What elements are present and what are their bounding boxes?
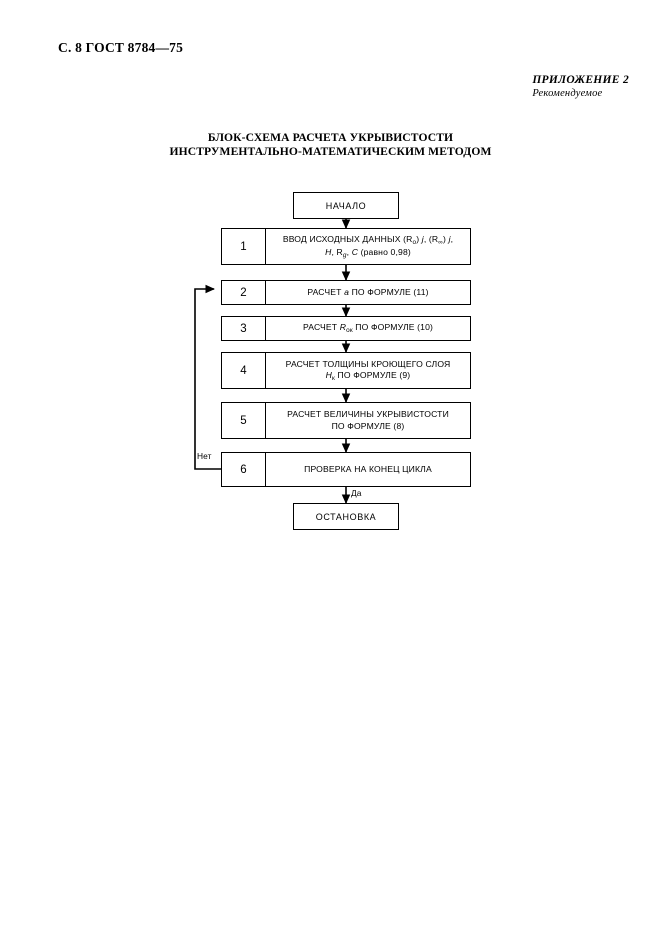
step-5-line1: РАСЧЕТ ВЕЛИЧИНЫ УКРЫВИСТОСТИ <box>287 409 449 419</box>
connector-loop-6-to-2 <box>194 284 221 470</box>
step-3-pre: РАСЧЕТ <box>302 322 340 333</box>
step-2-var-a: a <box>344 286 350 297</box>
step-3-post: ПО ФОРМУЛЕ (10) <box>352 322 434 333</box>
annex-note: ПРИЛОЖЕНИЕ 2 Рекомендуемое <box>532 74 629 99</box>
step-1-number: 1 <box>222 229 266 264</box>
step-4-sub-k: к <box>332 375 335 383</box>
step-5-number: 5 <box>222 403 266 438</box>
process-step-3: 3 РАСЧЕТ Rок ПО ФОРМУЛЕ (10) <box>221 316 471 341</box>
step-1-line1-b: ) <box>416 234 422 244</box>
page-title: БЛОК-СХЕМА РАСЧЕТА УКРЫВИСТОСТИ ИНСТРУМЕ… <box>0 131 661 159</box>
step-1-line2-b: , <box>346 246 352 257</box>
step-1-j1: j <box>421 234 424 244</box>
step-4-var-H: H <box>325 370 333 380</box>
step-3-number: 3 <box>222 317 266 340</box>
step-4-text: РАСЧЕТ ТОЛЩИНЫ КРОЮЩЕГО СЛОЯ Hк ПО ФОРМУ… <box>266 353 470 388</box>
annex-title: ПРИЛОЖЕНИЕ 2 <box>532 74 629 86</box>
step-4-line1: РАСЧЕТ ТОЛЩИНЫ КРОЮЩЕГО СЛОЯ <box>285 358 451 369</box>
step-1-sub-o: o <box>412 239 417 247</box>
step-3-text: РАСЧЕТ Rок ПО ФОРМУЛЕ (10) <box>266 317 470 340</box>
step-1-text: ВВОД ИСХОДНЫХ ДАННЫХ (Ro) j, (R∞) j, H, … <box>266 229 470 264</box>
page-header: С. 8 ГОСТ 8784—75 <box>58 40 184 55</box>
step-3-var-R: R <box>339 322 347 333</box>
step-1-line1-c: , (R <box>423 234 439 244</box>
step-1-j2: j <box>448 234 451 244</box>
edge-label-yes: Да <box>351 488 362 498</box>
page-title-line-2: ИНСТРУМЕНТАЛЬНО-МАТЕМАТИЧЕСКИМ МЕТОДОМ <box>169 145 492 158</box>
step-2-number: 2 <box>222 281 266 304</box>
step-1-line1-e: , <box>450 234 454 244</box>
edge-label-no: Нет <box>197 451 212 461</box>
step-2-text: РАСЧЕТ a ПО ФОРМУЛЕ (11) <box>266 281 470 304</box>
decision-step-6: 6 ПРОВЕРКА НА КОНЕЦ ЦИКЛА <box>221 452 471 487</box>
step-1-sub-inf: ∞ <box>438 239 444 247</box>
step-1-line1-d: ) <box>443 234 449 244</box>
step-6-number: 6 <box>222 453 266 486</box>
process-step-2: 2 РАСЧЕТ a ПО ФОРМУЛЕ (11) <box>221 280 471 305</box>
process-step-4: 4 РАСЧЕТ ТОЛЩИНЫ КРОЮЩЕГО СЛОЯ Hк ПО ФОР… <box>221 352 471 389</box>
step-3-sub-ok: ок <box>346 327 353 335</box>
page-title-line-1: БЛОК-СХЕМА РАСЧЕТА УКРЫВИСТОСТИ <box>207 131 454 144</box>
annex-subtitle: Рекомендуемое <box>532 88 603 99</box>
step-1-line2-a: , R <box>331 246 343 257</box>
step-1-var-H: H <box>325 246 332 257</box>
step-1-line2-c: (равно 0,98) <box>358 246 411 257</box>
step-5-line2: ПО ФОРМУЛЕ (8) <box>331 420 405 431</box>
start-terminator: НАЧАЛО <box>293 192 399 219</box>
step-2-post: ПО ФОРМУЛЕ (11) <box>349 286 429 297</box>
process-step-5: 5 РАСЧЕТ ВЕЛИЧИНЫ УКРЫВИСТОСТИ ПО ФОРМУЛ… <box>221 402 471 439</box>
step-1-var-C: C <box>351 246 359 257</box>
step-1-sub-g: g <box>342 251 347 259</box>
step-4-number: 4 <box>222 353 266 388</box>
step-4-line2-post: ПО ФОРМУЛЕ (9) <box>334 370 411 380</box>
step-6-text: ПРОВЕРКА НА КОНЕЦ ЦИКЛА <box>304 463 432 474</box>
step-5-text: РАСЧЕТ ВЕЛИЧИНЫ УКРЫВИСТОСТИ ПО ФОРМУЛЕ … <box>266 403 470 438</box>
process-step-1: 1 ВВОД ИСХОДНЫХ ДАННЫХ (Ro) j, (R∞) j, H… <box>221 228 471 265</box>
step-2-pre: РАСЧЕТ <box>307 286 345 297</box>
step-1-line1-a: ВВОД ИСХОДНЫХ ДАННЫХ (R <box>282 234 413 244</box>
end-terminator: ОСТАНОВКА <box>293 503 399 530</box>
